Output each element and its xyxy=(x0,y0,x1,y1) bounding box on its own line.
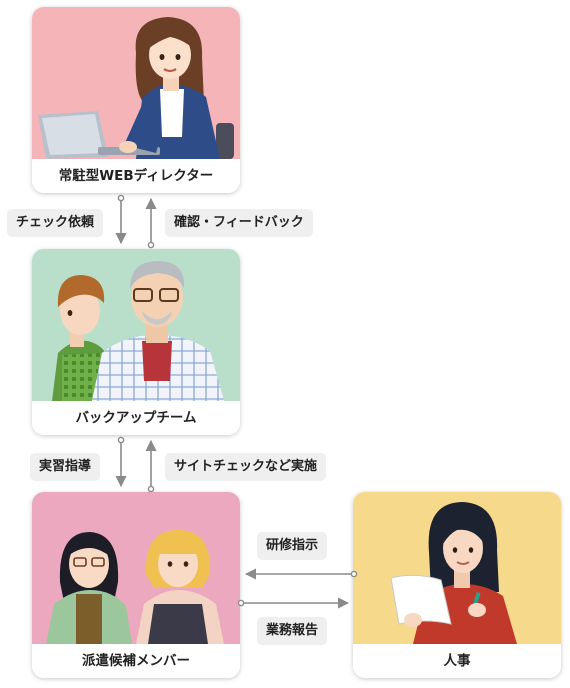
training-instruction-arrow-start-dot xyxy=(350,570,358,578)
backup-team-label: バックアップチーム xyxy=(32,401,240,435)
director-label: 常駐型WEBディレクター xyxy=(32,159,240,193)
hr-illustration xyxy=(353,492,561,644)
check-request-tag: チェック依頼 xyxy=(7,209,104,237)
hr-card: 人事 xyxy=(353,492,561,678)
work-report-arrow-start-dot xyxy=(237,599,245,607)
feedback-arrow-start-dot xyxy=(147,241,155,249)
candidate-members-illustration xyxy=(32,492,240,644)
director-illustration xyxy=(32,7,240,159)
director-card: 常駐型WEBディレクター xyxy=(32,7,240,193)
candidate-members-card: 派遣候補メンバー xyxy=(32,492,240,678)
check-request-arrow-start-dot xyxy=(117,194,125,202)
confirm-feedback-tag: 確認・フィードバック xyxy=(165,209,313,237)
training-guidance-arrow-start-dot xyxy=(117,436,125,444)
training-guidance-tag: 実習指導 xyxy=(30,453,101,481)
backup-team-card: バックアップチーム xyxy=(32,249,240,435)
work-report-tag: 業務報告 xyxy=(257,617,328,645)
site-check-arrow-start-dot xyxy=(147,485,155,493)
training-instruction-tag: 研修指示 xyxy=(257,532,328,560)
hr-label: 人事 xyxy=(353,644,561,678)
backup-team-illustration xyxy=(32,249,240,401)
site-check-tag: サイトチェックなど実施 xyxy=(165,453,327,481)
candidate-members-label: 派遣候補メンバー xyxy=(32,644,240,678)
